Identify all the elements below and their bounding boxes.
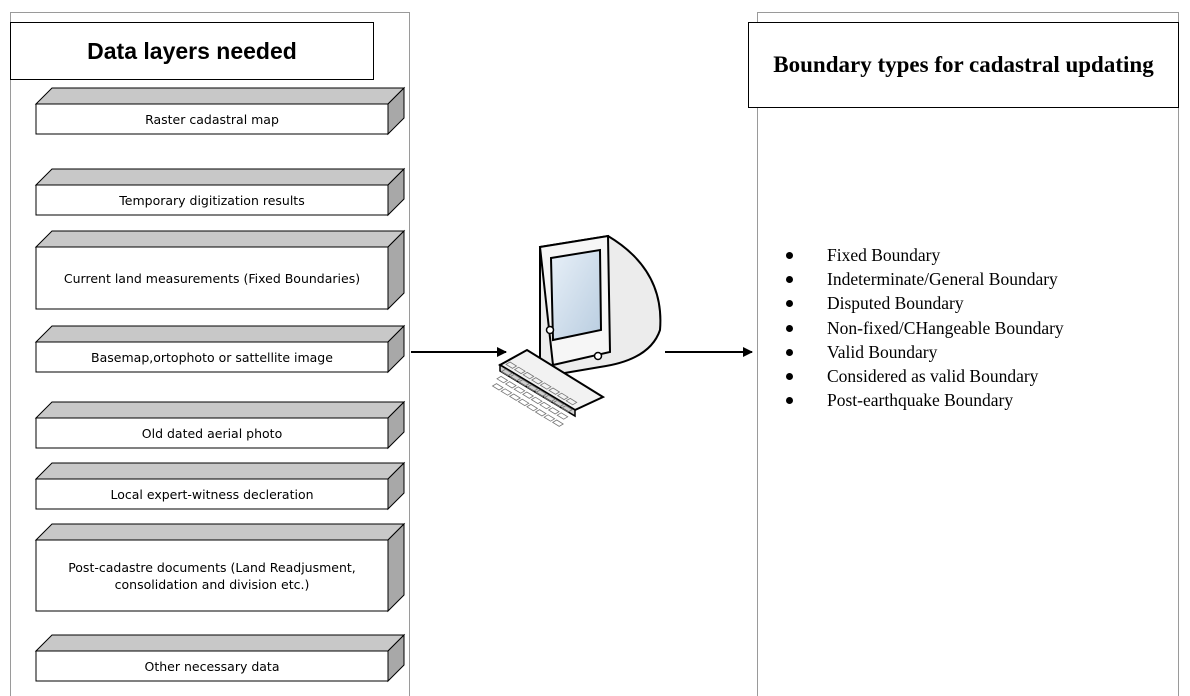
layer-box-front [35,417,389,449]
layer-box-top [34,168,406,186]
boundary-type-item: Non-fixed/CHangeable Boundary [786,316,1064,340]
layer-box-top [34,87,406,105]
layer-box-label: Raster cadastral map [145,111,279,127]
keyboard-key [551,419,564,427]
boundary-type-item: Fixed Boundary [786,243,1064,267]
layer-box-label: Old dated aerial photo [141,425,283,441]
keyboard-key [508,393,521,401]
layer-box-front [35,478,389,510]
keyboard-key [505,361,518,369]
keyboard-key [496,375,509,384]
layer-box-label: Temporary digitization results [119,192,305,208]
boundary-type-label: Disputed Boundary [827,293,964,314]
boundary-type-item: Disputed Boundary [786,292,1064,316]
keyboard-key [522,371,535,380]
layer-box-top [34,325,406,343]
bullet-icon [786,348,793,356]
layer-box-front [35,184,389,216]
keyboard-key [539,382,552,390]
boundary-type-label: Considered as valid Boundary [827,366,1039,387]
bullet-icon [786,275,793,283]
boundary-types-panel [757,12,1179,696]
layer-box-front [35,103,389,135]
boundary-type-label: Indeterminate/General Boundary [827,268,1058,289]
boundary-type-item: Indeterminate/General Boundary [786,267,1064,291]
layer-box-label: Post-cadastre documents (Land Readjusmen… [68,559,356,592]
keyboard-key [556,392,569,401]
keyboard-key [552,399,565,408]
keyboard-key [556,412,569,420]
boundary-type-item: Considered as valid Boundary [786,364,1064,388]
boundary-type-label: Non-fixed/CHangeable Boundary [827,317,1064,338]
layer-box-top [34,634,406,652]
boundary-types-title: Boundary types for cadastral updating [748,22,1179,108]
bullet-icon [786,397,793,405]
keyboard-key [504,381,517,389]
keyboard-key [491,383,504,391]
keyboard-key [560,405,573,413]
data-layers-title: Data layers needed [10,22,374,80]
layer-box-top [34,462,406,480]
computer-icon [491,234,662,427]
boundary-type-item: Post-earthquake Boundary [786,389,1064,413]
boundary-type-label: Valid Boundary [827,341,938,362]
keyboard-key [513,386,526,394]
layer-box-top [34,230,406,248]
bullet-icon [786,251,793,259]
bullet-icon [786,373,793,381]
layer-box-front [35,650,389,682]
boundary-type-label: Post-earthquake Boundary [827,390,1014,411]
layer-box-top [34,401,406,419]
boundary-type-item: Valid Boundary [786,340,1064,364]
keyboard-key [517,398,530,407]
keyboard-key [517,379,530,387]
keyboard-key [539,401,552,410]
layer-box-label: Basemap,ortophoto or sattellite image [91,349,333,365]
keyboard-key [500,388,513,396]
keyboard-key [531,377,544,385]
keyboard-key [543,414,556,422]
keyboard-key [534,409,547,417]
keyboard-key [526,384,539,392]
layer-box-label: Other necessary data [144,658,280,674]
layer-box-front [35,246,389,310]
bullet-icon [786,324,793,332]
layer-box-front [35,341,389,373]
layer-box-front [35,539,389,612]
layer-box-label: Local expert-witness decleration [110,486,314,502]
layer-box-label: Current land measurements (Fixed Boundar… [63,270,361,286]
keyboard-key [522,391,535,399]
bullet-icon [786,300,793,308]
keyboard-key [547,407,560,415]
keyboard-key [500,368,513,377]
layer-box-top [34,523,406,541]
keyboard-key [543,394,556,403]
layer-boxes [34,86,406,683]
keyboard-key [565,397,578,406]
keyboard-key [526,403,539,412]
layer-box-side [387,522,405,613]
keyboard-key [513,366,526,375]
keyboard-key [530,396,543,405]
boundary-type-label: Fixed Boundary [827,244,941,265]
keyboard-key [548,387,561,395]
keyboard-key [509,373,522,382]
keyboard-key [535,389,548,397]
